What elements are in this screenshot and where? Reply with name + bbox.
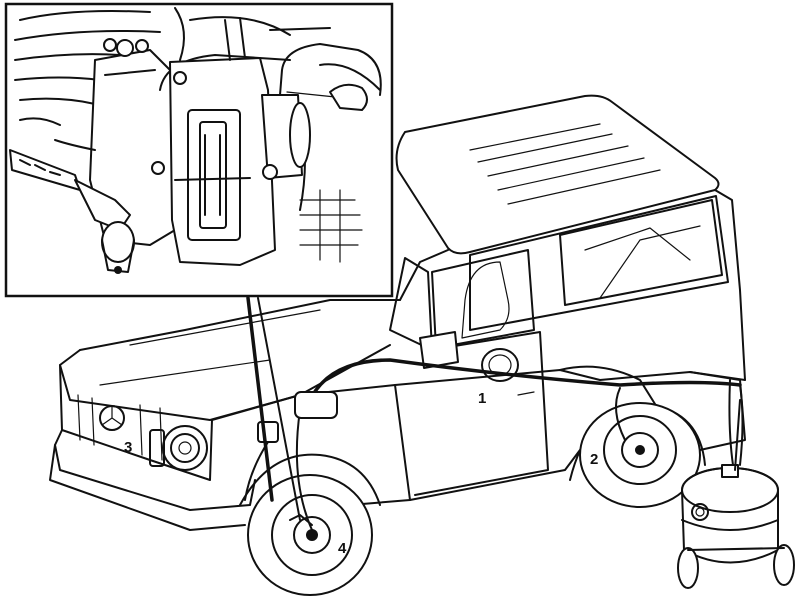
coil-spring [14,7,185,105]
front-wheel [247,474,373,596]
emblem [99,405,125,431]
callouts: 1 2 3 4 [124,390,598,557]
roof-ribs [469,123,661,205]
callout-2: 2 [590,451,598,468]
bleeder-hoses [244,296,744,531]
headlight [149,425,208,471]
bleeder-tank [677,399,795,589]
tie-rod [9,149,135,274]
inset-detail [4,2,394,298]
rear-wheel [579,402,701,508]
grille-slats [77,394,163,461]
vehicle [49,94,746,531]
callout-4: 4 [338,540,347,557]
inset-wheel-rim [299,189,363,263]
callout-1: 1 [478,390,486,407]
callout-3: 3 [124,439,132,456]
